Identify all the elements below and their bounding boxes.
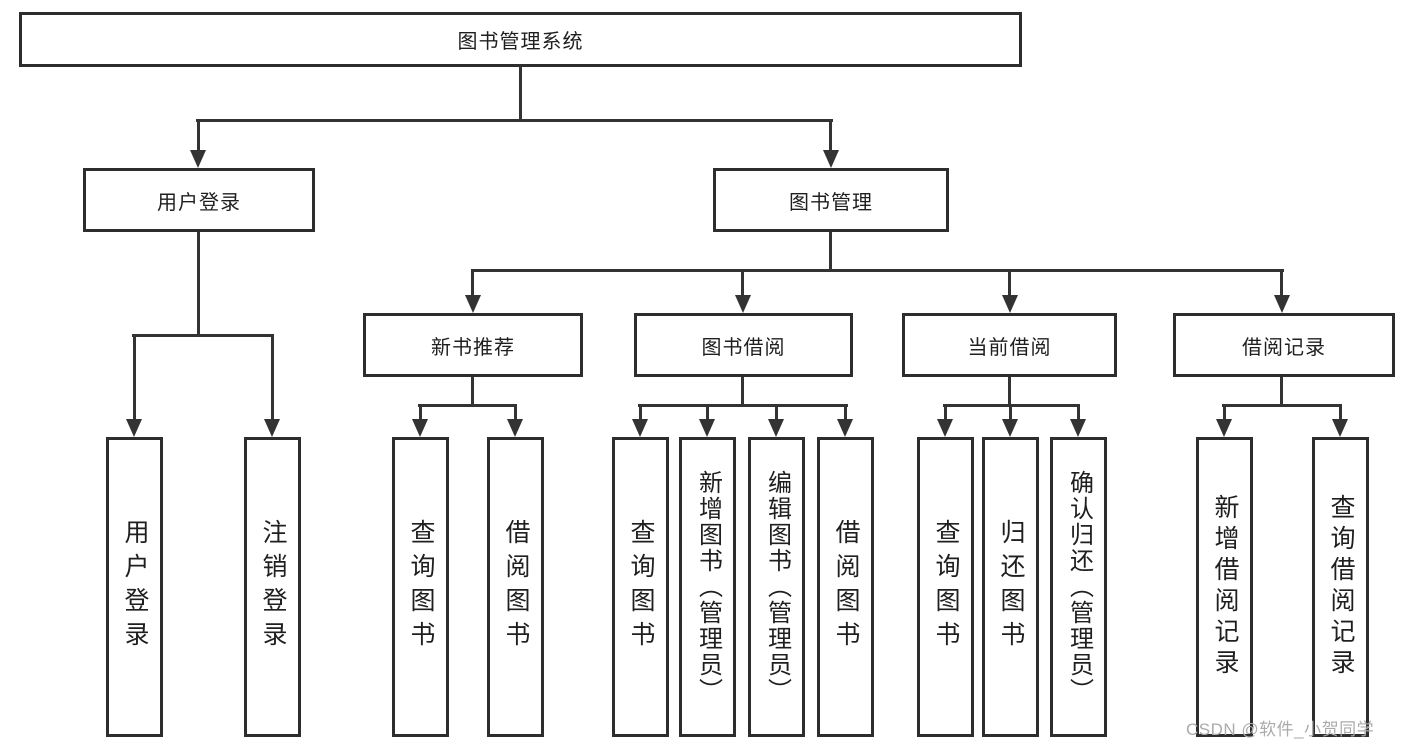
- leaf-records-add-record: 新增借阅记录: [1196, 437, 1253, 737]
- node-label: 确认归还（管理员）: [1065, 470, 1093, 704]
- connector-line-v: [844, 406, 847, 420]
- node-label: 新增借阅记录: [1211, 494, 1239, 680]
- arrow-down-icon: [699, 419, 715, 437]
- node-label: 查询图书: [627, 519, 655, 655]
- connector-line-v: [519, 67, 522, 119]
- arrow-down-icon: [937, 419, 953, 437]
- connector-line-v: [197, 119, 200, 151]
- connector-line-v: [271, 336, 274, 420]
- node-label: 借阅记录: [1242, 336, 1326, 359]
- connector-line-v: [133, 336, 136, 420]
- arrow-down-icon: [507, 419, 523, 437]
- connector-line-v: [829, 119, 832, 151]
- connector-line-v: [639, 406, 642, 420]
- connector-line-h: [1222, 404, 1342, 407]
- node-book-borrow: 图书借阅: [634, 313, 853, 377]
- connector-line-v: [471, 271, 474, 296]
- connector-line-v: [1280, 271, 1283, 296]
- node-label: 用户登录: [121, 519, 149, 655]
- connector-line-v: [1280, 377, 1283, 406]
- arrow-down-icon: [1216, 419, 1232, 437]
- node-label: 图书管理系统: [457, 31, 584, 53]
- connector-line-v: [1009, 406, 1012, 420]
- leaf-current-return-books: 归还图书: [982, 437, 1039, 737]
- node-label: 用户登录: [157, 191, 241, 214]
- node-label: 查询图书: [932, 519, 960, 655]
- node-new-book-recommend: 新书推荐: [363, 313, 583, 377]
- arrow-down-icon: [412, 419, 428, 437]
- node-label: 查询借阅记录: [1327, 494, 1355, 680]
- node-label: 当前借阅: [967, 336, 1052, 359]
- arrow-down-icon: [264, 419, 280, 437]
- arrow-down-icon: [465, 295, 481, 313]
- arrow-down-icon: [768, 419, 784, 437]
- connector-line-h: [471, 269, 1284, 272]
- node-library-system: 图书管理系统: [19, 12, 1022, 67]
- leaf-user-login: 用户登录: [106, 437, 163, 737]
- node-label: 新增图书（管理员）: [694, 470, 722, 704]
- connector-line-v: [471, 377, 474, 406]
- node-borrow-records: 借阅记录: [1173, 313, 1395, 377]
- node-label: 图书借阅: [701, 336, 786, 359]
- arrow-down-icon: [126, 419, 142, 437]
- connector-line-v: [514, 406, 517, 420]
- connector-line-v: [741, 377, 744, 406]
- connector-line-h: [418, 404, 517, 407]
- connector-line-v: [775, 406, 778, 420]
- connector-line-h: [196, 119, 833, 122]
- node-label: 借阅图书: [502, 519, 530, 655]
- arrow-down-icon: [735, 295, 751, 313]
- connector-line-h: [943, 404, 1080, 407]
- connector-line-h: [638, 404, 848, 407]
- connector-line-v: [741, 271, 744, 296]
- leaf-recommend-borrow-books: 借阅图书: [487, 437, 544, 737]
- leaf-borrow-add-books-admin: 新增图书（管理员）: [679, 437, 736, 737]
- connector-line-v: [829, 232, 832, 271]
- arrow-down-icon: [1070, 419, 1086, 437]
- connector-line-v: [706, 406, 709, 420]
- csdn-watermark: CSDN @软件_小贺同学: [1186, 720, 1375, 739]
- node-label: 新书推荐: [431, 336, 515, 359]
- node-label: 注销登录: [259, 519, 287, 655]
- arrow-down-icon: [632, 419, 648, 437]
- arrow-down-icon: [1274, 295, 1290, 313]
- leaf-borrow-query-books: 查询图书: [612, 437, 669, 737]
- connector-line-v: [1077, 406, 1080, 420]
- node-label: 借阅图书: [832, 519, 860, 655]
- arrow-down-icon: [1002, 295, 1018, 313]
- leaf-logout: 注销登录: [244, 437, 301, 737]
- node-label: 查询图书: [407, 519, 435, 655]
- node-book-management: 图书管理: [713, 168, 949, 232]
- leaf-borrow-edit-books-admin: 编辑图书（管理员）: [748, 437, 805, 737]
- arrow-down-icon: [823, 150, 839, 168]
- arrow-down-icon: [190, 150, 206, 168]
- arrow-down-icon: [1332, 419, 1348, 437]
- connector-line-v: [1008, 271, 1011, 296]
- leaf-current-confirm-return-admin: 确认归还（管理员）: [1050, 437, 1107, 737]
- connector-line-v: [419, 406, 422, 420]
- connector-line-v: [1339, 406, 1342, 420]
- leaf-borrow-borrow-books: 借阅图书: [817, 437, 874, 737]
- node-label: 图书管理: [789, 191, 873, 214]
- connector-line-v: [1223, 406, 1226, 420]
- leaf-current-query-books: 查询图书: [917, 437, 974, 737]
- leaf-records-query-record: 查询借阅记录: [1312, 437, 1369, 737]
- node-current-borrow: 当前借阅: [902, 313, 1117, 377]
- arrow-down-icon: [1002, 419, 1018, 437]
- connector-line-v: [944, 406, 947, 420]
- connector-line-v: [197, 232, 200, 335]
- node-label: 编辑图书（管理员）: [763, 470, 791, 704]
- leaf-recommend-query-books: 查询图书: [392, 437, 449, 737]
- node-user-login: 用户登录: [83, 168, 315, 232]
- connector-line-v: [1008, 377, 1011, 406]
- node-label: 归还图书: [997, 519, 1025, 655]
- connector-line-h: [132, 334, 274, 337]
- arrow-down-icon: [837, 419, 853, 437]
